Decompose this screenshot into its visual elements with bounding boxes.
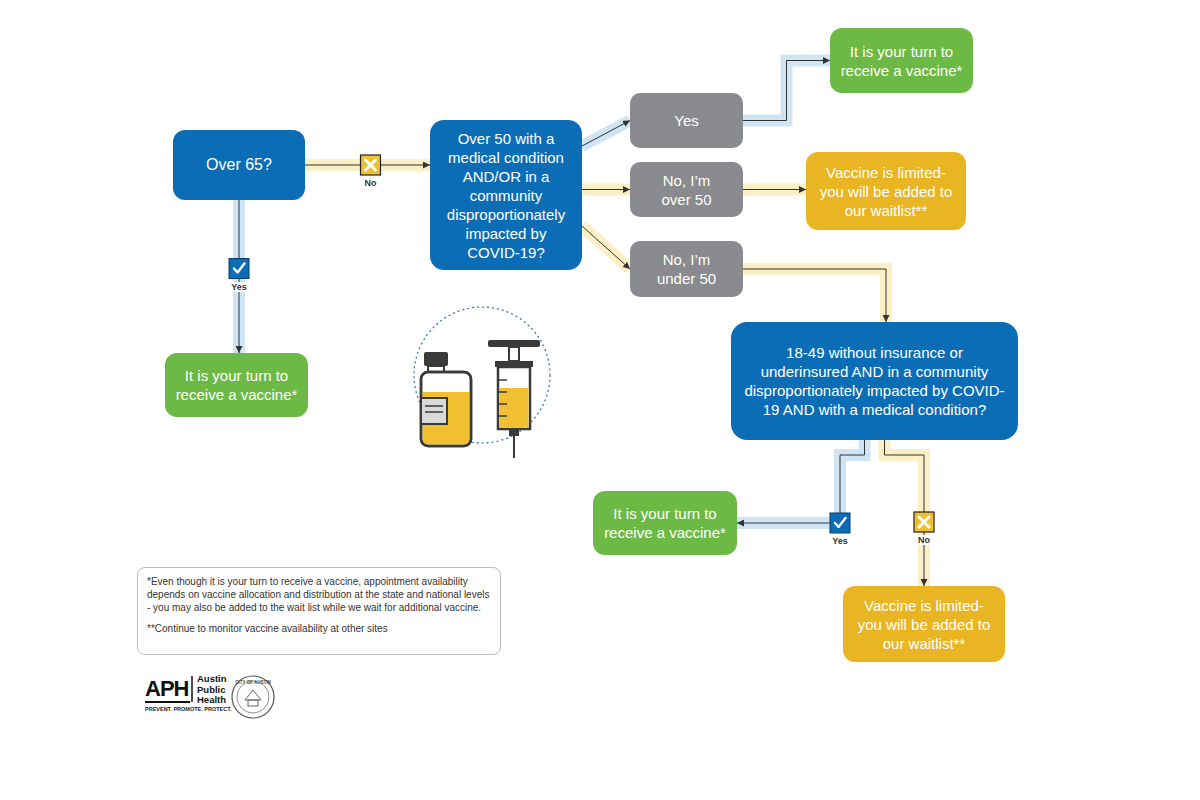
connector-line <box>582 226 630 269</box>
seal-text: CITY OF AUSTIN <box>235 680 271 685</box>
connector-band <box>582 121 630 147</box>
box-text: It is your turn to receive a vaccine* <box>171 366 302 404</box>
check-icon <box>229 259 249 279</box>
cross-icon <box>361 155 381 175</box>
connector <box>743 189 806 190</box>
outcome-box: It is your turn to receive a vaccine* <box>830 28 973 93</box>
vial-icon <box>421 352 471 446</box>
box-text: Over 65? <box>206 155 272 175</box>
answer-box: No, I’m under 50 <box>630 241 743 297</box>
edge-label: No <box>363 178 379 188</box>
edge-label: Yes <box>830 536 850 546</box>
waitlist-box: Vaccine is limited- you will be added to… <box>843 586 1005 662</box>
connector-band <box>582 184 630 196</box>
box-text: No, I’m under 50 <box>648 250 725 288</box>
connector-band <box>743 184 806 196</box>
answer-box: Yes <box>630 93 743 148</box>
connector-band <box>737 440 865 523</box>
connector-band <box>582 226 630 269</box>
box-text: 18-49 without insurance or underinsured … <box>741 343 1008 419</box>
connector <box>737 440 865 523</box>
connector-line <box>743 189 806 190</box>
connector <box>582 189 630 190</box>
outcome-box: It is your turn to receive a vaccine* <box>593 491 737 555</box>
waitlist-box: Vaccine is limited- you will be added to… <box>806 152 966 230</box>
decision-box: Over 50 with a medical condition AND/OR … <box>430 120 582 270</box>
box-text: Yes <box>674 111 698 130</box>
footnote-box: *Even though it is your turn to receive … <box>137 567 501 655</box>
logo-letters: APH <box>145 677 193 701</box>
connector-line <box>743 61 830 121</box>
box-text: Vaccine is limited- you will be added to… <box>816 163 956 220</box>
connector-line <box>743 269 886 322</box>
connector <box>582 121 630 147</box>
box-text: It is your turn to receive a vaccine* <box>599 504 731 542</box>
connector-line <box>737 440 865 523</box>
logo-tagline: PREVENT. PROMOTE. PROTECT. <box>145 706 245 713</box>
syringe-icon <box>488 340 540 458</box>
cross-icon <box>914 512 934 532</box>
connector-band <box>743 269 886 322</box>
decision-box: Over 65? <box>173 130 305 200</box>
box-text: **Continue to monitor vaccine availabili… <box>147 622 491 635</box>
logo-name: Austin Public Health <box>197 674 241 706</box>
edge-label: No <box>916 535 932 545</box>
box-text: No, I’m over 50 <box>648 171 725 209</box>
connector-band <box>743 61 830 121</box>
connector-line <box>582 189 630 190</box>
check-icon <box>830 513 850 533</box>
outcome-box: It is your turn to receive a vaccine* <box>165 353 308 417</box>
answer-box: No, I’m over 50 <box>630 162 743 217</box>
connector <box>582 226 630 269</box>
connector <box>743 269 886 322</box>
box-text: Vaccine is limited- you will be added to… <box>853 596 995 653</box>
box-text: It is your turn to receive a vaccine* <box>836 42 967 80</box>
box-text: Over 50 with a medical condition AND/OR … <box>438 129 574 262</box>
decision-box: 18-49 without insurance or underinsured … <box>731 322 1018 440</box>
box-text: *Even though it is your turn to receive … <box>147 575 491 614</box>
edge-label: Yes <box>229 282 249 292</box>
connector <box>743 61 830 121</box>
connector-line <box>582 121 630 147</box>
